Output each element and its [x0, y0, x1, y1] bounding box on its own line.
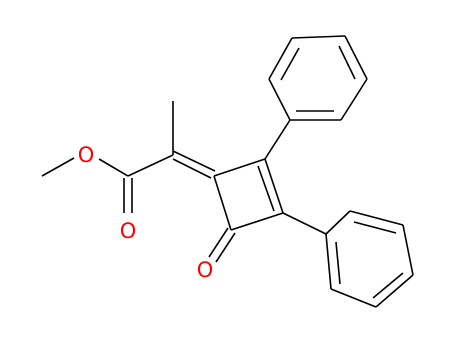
lower-phenyl-bond-1 [325, 210, 351, 235]
ketone-oxygen-label: O [197, 258, 214, 282]
lower-phenyl-bond-2 [349, 210, 404, 226]
upper-phenyl-bond-5 [340, 78, 368, 121]
upper-phenyl-inner-2 [338, 45, 356, 80]
upper-phenyl-bond-2 [268, 37, 293, 80]
ester-oxygen-label: O [78, 143, 95, 167]
lower-phenyl-inner-1 [353, 221, 397, 234]
lower-phenyl-inner-3 [335, 241, 341, 285]
lower-phenyl-inner-2 [372, 272, 404, 299]
bond-ring-upper-phenyl [264, 119, 291, 160]
bond-ring-bottom [230, 212, 284, 231]
upper-phenyl-bond-3 [291, 35, 346, 39]
bonds [41, 35, 414, 308]
lower-phenyl-bond-4 [375, 274, 414, 308]
lower-phenyl-bond-6 [325, 233, 332, 290]
bond-exocyclic-b [172, 158, 212, 179]
bond-ring-top [213, 158, 266, 177]
bond-ring-double-b [257, 165, 275, 212]
ester-carbonyl-oxygen-label: O [120, 219, 137, 243]
bond-ester-carbon-alkene [127, 154, 174, 177]
bond-ketone-a [208, 227, 229, 258]
upper-phenyl-bond-4 [344, 35, 368, 80]
upper-phenyl-bond-1 [268, 78, 291, 121]
bond-ring-double-a [264, 158, 284, 214]
lower-phenyl-bond-3 [402, 224, 414, 276]
bond-methyl-oxygen [41, 157, 75, 177]
bond-ketone-b [215, 232, 236, 263]
bond-ring-lower-phenyl [282, 212, 327, 235]
bond-ring-left [213, 175, 232, 231]
bond-oxygen-carbonyl-carbon [98, 158, 129, 177]
lower-phenyl-bond-5 [330, 288, 377, 308]
upper-phenyl-inner-1 [280, 47, 300, 81]
bond-exocyclic-a [172, 150, 216, 172]
